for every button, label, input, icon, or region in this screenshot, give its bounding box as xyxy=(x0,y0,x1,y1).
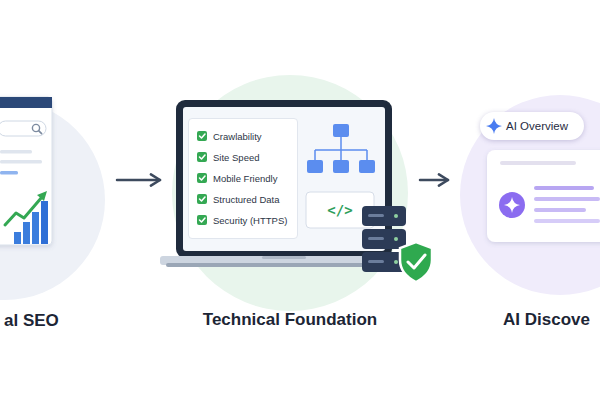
feature-pill: AI Overview xyxy=(480,112,584,140)
circle-background xyxy=(460,95,600,295)
checklist-item: Crawlability xyxy=(197,126,287,147)
card-line xyxy=(534,219,600,223)
ai-badge xyxy=(499,192,525,218)
text-line xyxy=(0,150,32,154)
chart-bar xyxy=(41,201,48,244)
server-unit xyxy=(362,229,406,249)
browser-bar xyxy=(0,97,52,108)
chart-bar xyxy=(14,232,21,244)
chart-bar xyxy=(23,222,30,244)
hierarchy-box xyxy=(307,160,323,173)
server-led xyxy=(394,260,398,264)
checklist-item: Structured Data xyxy=(197,189,287,210)
card-line xyxy=(534,186,594,190)
chart-bar xyxy=(32,212,39,244)
card-line xyxy=(534,208,586,212)
browser-window xyxy=(0,97,52,245)
laptop-screen xyxy=(183,107,385,251)
flow-arrow xyxy=(420,179,448,182)
server-unit xyxy=(362,206,406,226)
server-led xyxy=(394,214,398,218)
checklist-panel: CrawlabilitySite SpeedMobile FriendlyStr… xyxy=(188,118,298,239)
search-bar xyxy=(0,121,46,136)
card-line xyxy=(500,161,576,165)
stage-label: AI Discove xyxy=(503,310,590,330)
trend-arrow-head xyxy=(37,191,47,201)
ai-sparkle xyxy=(504,197,520,213)
checklist-item: Site Speed xyxy=(197,147,287,168)
stage-circle: al SEO xyxy=(0,100,105,300)
circle-background xyxy=(0,100,105,300)
pill-label: AI Overview xyxy=(506,120,568,132)
server-slot xyxy=(368,260,384,263)
browser-illustration xyxy=(0,97,52,245)
flow-arrow xyxy=(117,179,160,182)
checklist-item: Mobile Friendly xyxy=(197,168,287,189)
stage-circle: Technical FoundationCrawlabilitySite Spe… xyxy=(172,75,408,311)
laptop-bezel xyxy=(176,100,392,258)
hierarchy-icon xyxy=(307,124,375,173)
text-line xyxy=(0,171,18,175)
code-symbol: </> xyxy=(306,192,374,228)
stage-circle: AI DiscoveAI Overview xyxy=(460,95,600,295)
trend-arrow xyxy=(5,197,42,225)
stage-label: Technical Foundation xyxy=(172,310,408,330)
shield-icon xyxy=(400,242,432,282)
hierarchy-line xyxy=(315,137,367,160)
checklist-item: Security (HTTPS) xyxy=(197,210,287,231)
answer-card xyxy=(487,150,600,242)
circle-shape xyxy=(0,100,105,300)
card-line xyxy=(534,197,600,201)
hierarchy-box xyxy=(333,124,349,137)
hierarchy-box xyxy=(359,160,375,173)
server-slot xyxy=(368,237,384,240)
search-icon xyxy=(39,131,42,134)
stage-label: al SEO xyxy=(4,311,59,331)
shield xyxy=(400,242,432,282)
circle-background xyxy=(172,75,408,311)
server-slot xyxy=(368,214,384,217)
text-line xyxy=(0,160,42,164)
laptop-notch xyxy=(262,256,306,259)
shield-check xyxy=(408,255,425,268)
server-led xyxy=(394,237,398,241)
hierarchy-box xyxy=(333,160,349,173)
ai-card-illustration xyxy=(487,150,600,242)
laptop-illustration xyxy=(160,100,432,282)
